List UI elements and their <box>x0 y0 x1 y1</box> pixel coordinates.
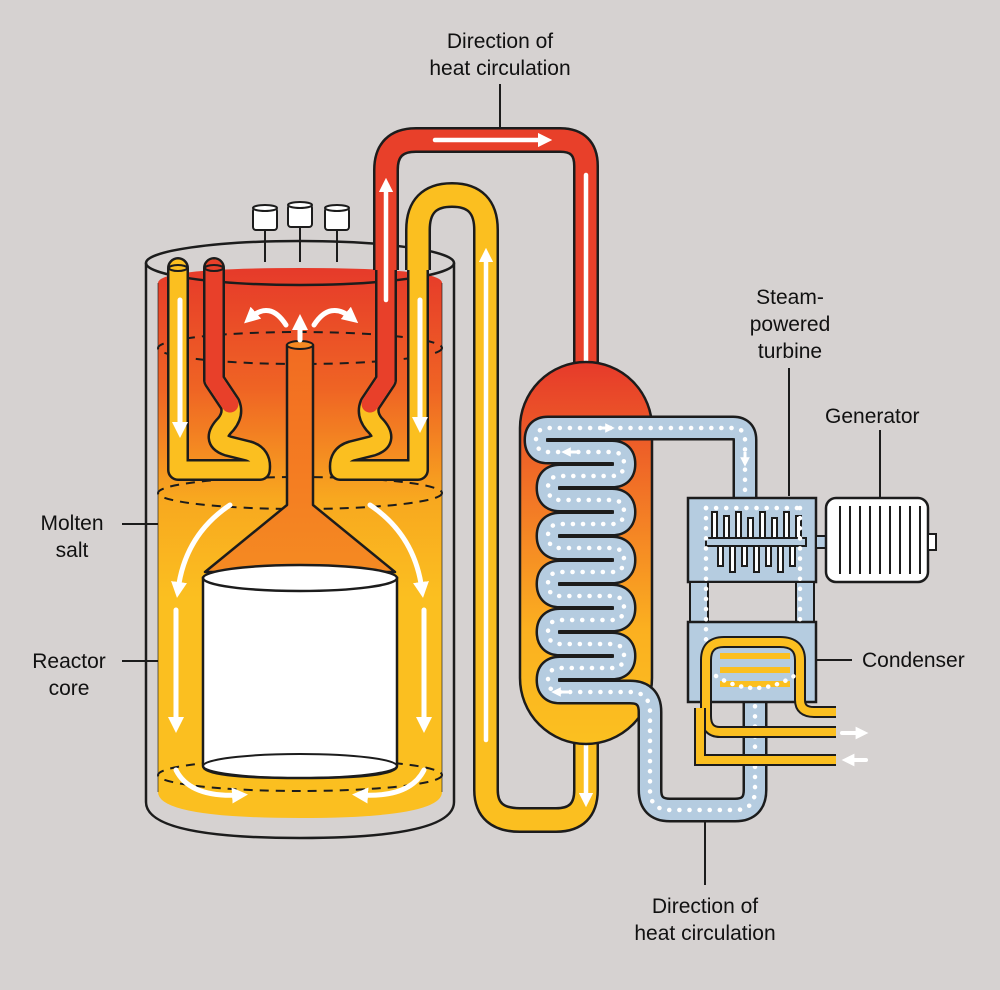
condenser-cooling-water <box>700 636 836 738</box>
label-molten-salt: Molten salt <box>40 512 104 562</box>
reactor-vessel <box>144 201 456 840</box>
label-turbine: Steam- powered turbine <box>749 286 831 363</box>
vessel-flow-arrows <box>167 297 433 804</box>
label-top-flow: Direction of heat circulation <box>429 30 571 80</box>
generator <box>824 496 937 584</box>
reactor-core <box>201 563 399 780</box>
vessel-outer-wall <box>144 263 456 840</box>
label-condenser: Condenser <box>862 649 965 672</box>
heat-exchanger <box>518 360 768 823</box>
right-internal-loop <box>328 257 429 481</box>
primary-loop <box>373 127 599 833</box>
label-reactor-core: Reactor core <box>32 650 106 700</box>
label-generator: Generator <box>825 405 920 428</box>
left-internal-loop <box>167 257 272 481</box>
control-rod-drives <box>252 201 350 262</box>
label-bottom-flow: Direction of heat circulation <box>634 895 776 945</box>
turbine-assembly <box>686 496 937 767</box>
